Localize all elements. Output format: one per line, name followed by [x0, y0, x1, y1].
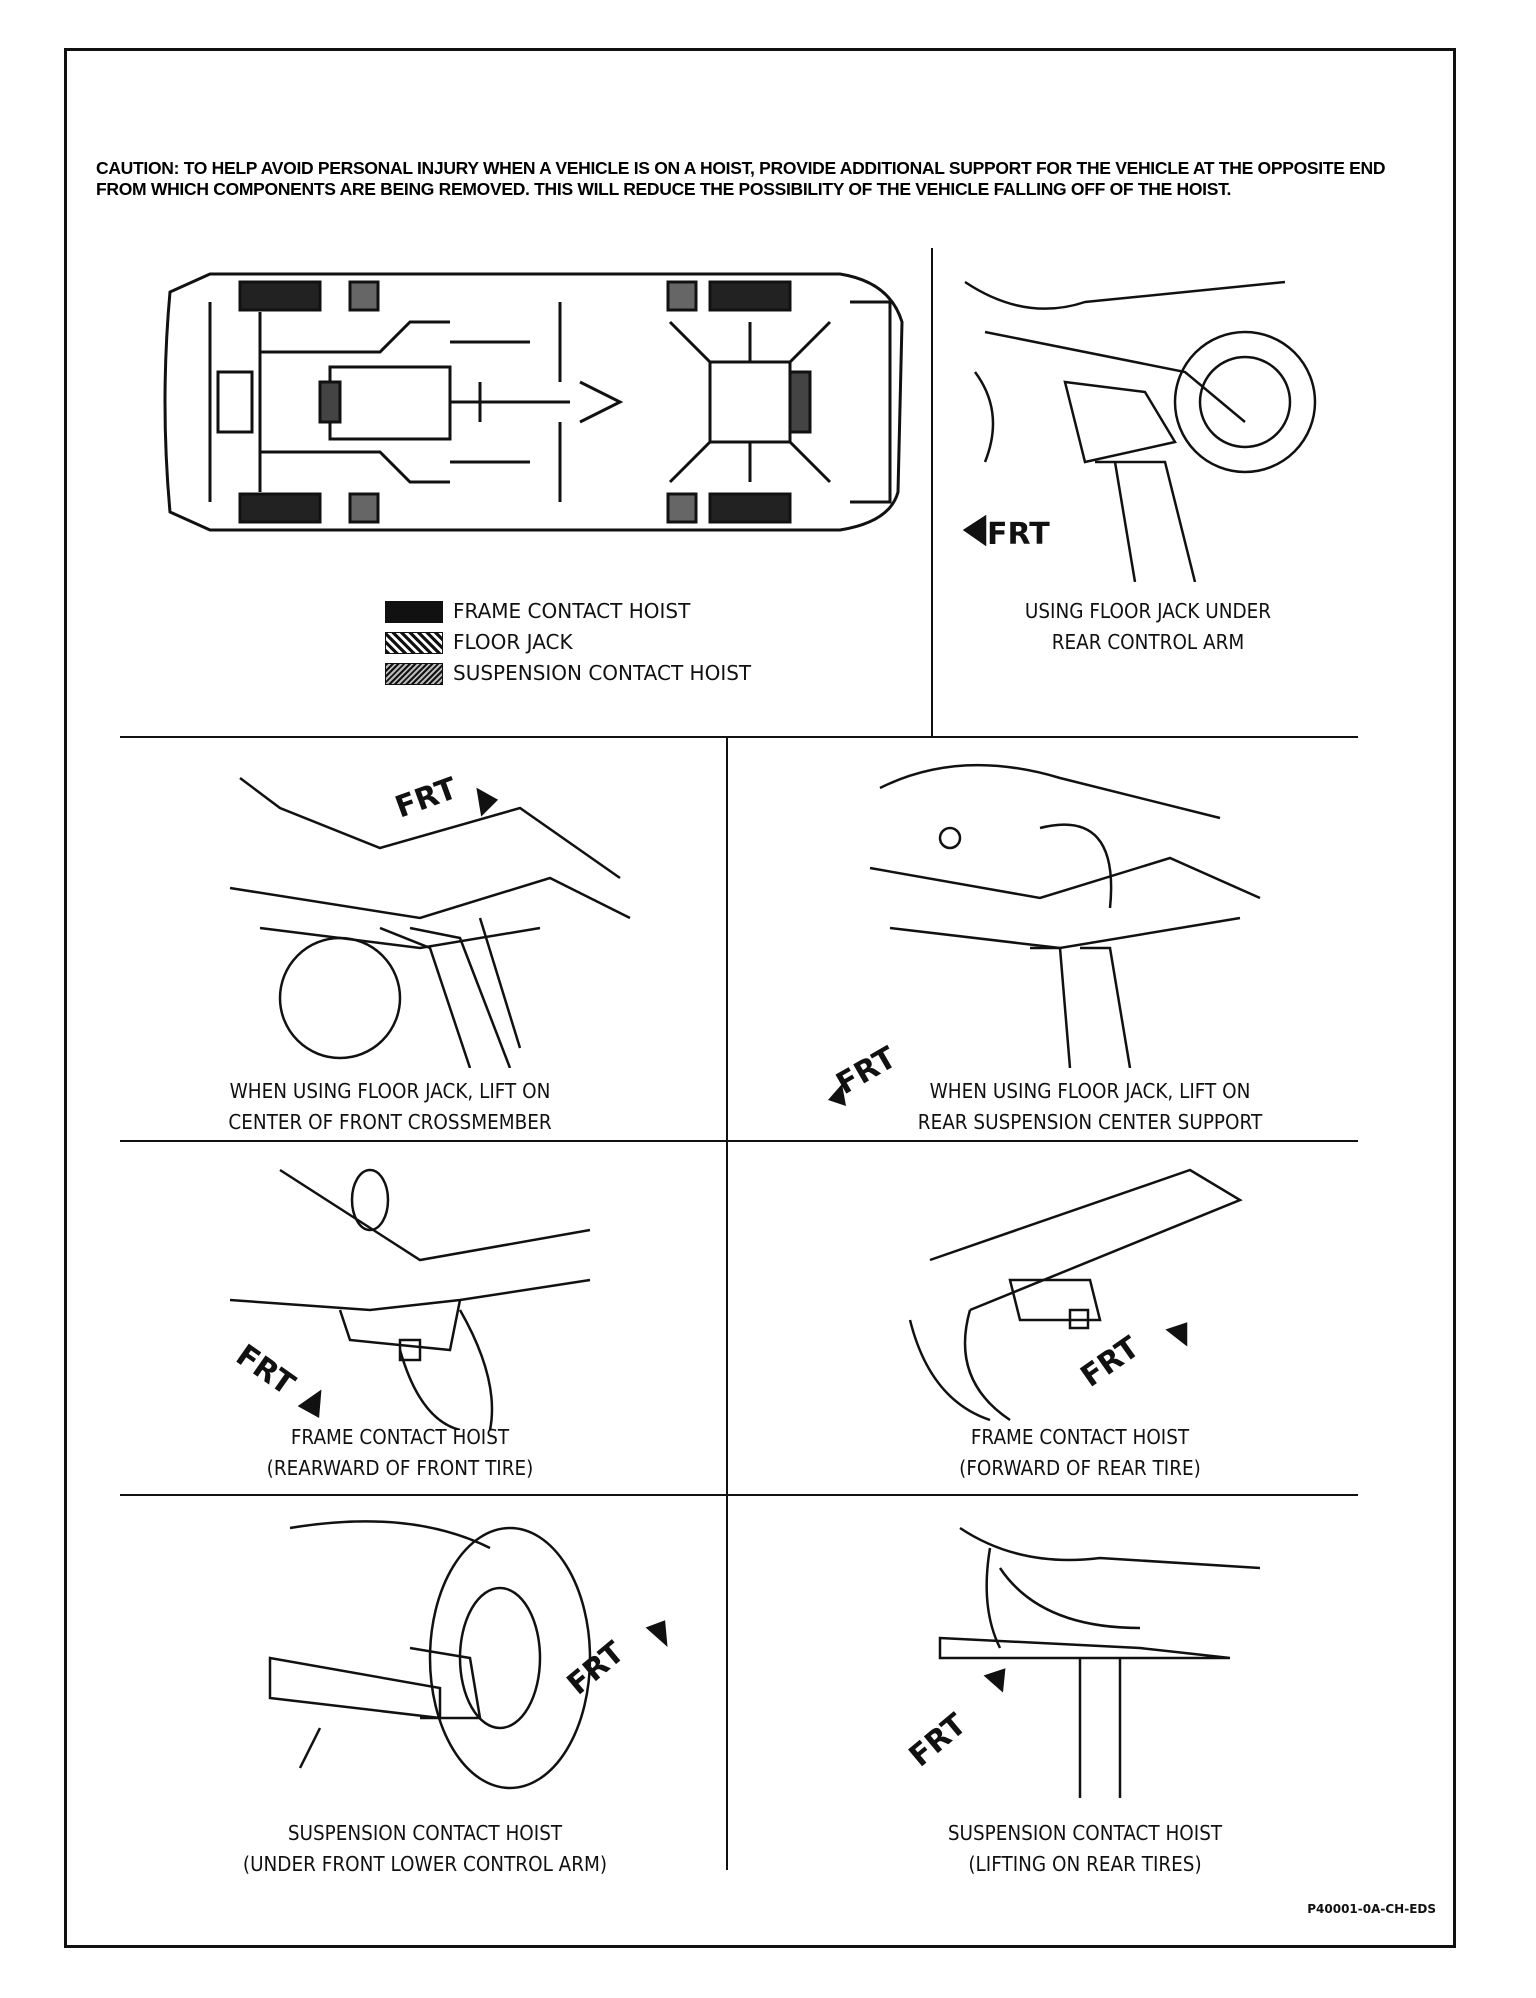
- caption-line2: CENTER OF FRONT CROSSMEMBER: [228, 1110, 552, 1134]
- caption-line2: (FORWARD OF REAR TIRE): [959, 1456, 1201, 1480]
- frt-label: FRT: [391, 771, 462, 826]
- divider-row3: [120, 1494, 1358, 1496]
- divider-middle-vertical: [726, 736, 728, 1870]
- jack-swatch-icon: [385, 631, 443, 654]
- rear-control-arm-illustration: FRT: [945, 262, 1345, 582]
- caption-frame-rear: FRAME CONTACT HOIST (FORWARD OF REAR TIR…: [887, 1422, 1273, 1484]
- frt-arrow-rear-center: FRT: [828, 1040, 903, 1106]
- caption-rear-control-arm: USING FLOOR JACK UNDER REAR CONTROL ARM: [973, 596, 1323, 658]
- frame-front-illustration: FRT: [220, 1160, 600, 1430]
- caption-line1: WHEN USING FLOOR JACK, LIFT ON: [929, 1079, 1251, 1103]
- caption-line2: (REARWARD OF FRONT TIRE): [266, 1456, 534, 1480]
- caption-line1: USING FLOOR JACK UNDER: [1024, 599, 1272, 623]
- front-crossmember-illustration: FRT: [220, 748, 640, 1068]
- caption-line2: (UNDER FRONT LOWER CONTROL ARM): [242, 1852, 608, 1876]
- rear-center-support-illustration: [860, 748, 1280, 1068]
- caption-line2: REAR SUSPENSION CENTER SUPPORT: [917, 1110, 1263, 1134]
- caption-line1: FRAME CONTACT HOIST: [970, 1425, 1190, 1449]
- divider-row2: [120, 1140, 1358, 1142]
- legend-item-jack: FLOOR JACK: [385, 627, 751, 658]
- legend-label-jack: FLOOR JACK: [453, 630, 573, 654]
- legend-item-susp: SUSPENSION CONTACT HOIST: [385, 658, 751, 689]
- caution-text: CAUTION: TO HELP AVOID PERSONAL INJURY W…: [96, 158, 1386, 199]
- caption-susp-rear: SUSPENSION CONTACT HOIST (LIFTING ON REA…: [896, 1818, 1273, 1880]
- caption-line2: (LIFTING ON REAR TIRES): [968, 1852, 1202, 1876]
- caption-frame-front: FRAME CONTACT HOIST (REARWARD OF FRONT T…: [207, 1422, 593, 1484]
- caption-line1: FRAME CONTACT HOIST: [290, 1425, 510, 1449]
- susp-front-illustration: FRT: [260, 1508, 690, 1798]
- caption-line1: WHEN USING FLOOR JACK, LIFT ON: [229, 1079, 551, 1103]
- frame-rear-illustration: FRT: [890, 1160, 1250, 1430]
- susp-rear-illustration: FRT: [900, 1508, 1280, 1798]
- frt-label: FRT: [987, 517, 1050, 552]
- frame-swatch-icon: [385, 600, 443, 623]
- caption-line1: SUSPENSION CONTACT HOIST: [947, 1821, 1223, 1845]
- frt-label: FRT: [229, 1338, 301, 1403]
- caption-susp-front: SUSPENSION CONTACT HOIST (UNDER FRONT LO…: [218, 1818, 632, 1880]
- caption-line2: REAR CONTROL ARM: [1051, 630, 1245, 654]
- caption-rear-center-support: WHEN USING FLOOR JACK, LIFT ON REAR SUSP…: [897, 1076, 1283, 1138]
- vehicle-underbody-diagram: [150, 262, 910, 542]
- page-border: [64, 48, 1456, 1948]
- divider-top-vertical: [931, 248, 933, 738]
- legend-label-frame: FRAME CONTACT HOIST: [453, 599, 691, 623]
- frt-label: FRT: [903, 1707, 974, 1774]
- legend: FRAME CONTACT HOIST FLOOR JACK SUSPENSIO…: [385, 596, 751, 689]
- frt-label: FRT: [561, 1635, 632, 1702]
- figure-reference: P40001-0A-CH-EDS: [1307, 1902, 1436, 1916]
- caption-front-crossmember: WHEN USING FLOOR JACK, LIFT ON CENTER OF…: [197, 1076, 583, 1138]
- frt-label: FRT: [1075, 1330, 1147, 1395]
- divider-row1: [120, 736, 1358, 738]
- suspension-swatch-icon: [385, 662, 443, 685]
- legend-label-susp: SUSPENSION CONTACT HOIST: [453, 661, 752, 685]
- caption-line1: SUSPENSION CONTACT HOIST: [287, 1821, 563, 1845]
- legend-item-frame: FRAME CONTACT HOIST: [385, 596, 751, 627]
